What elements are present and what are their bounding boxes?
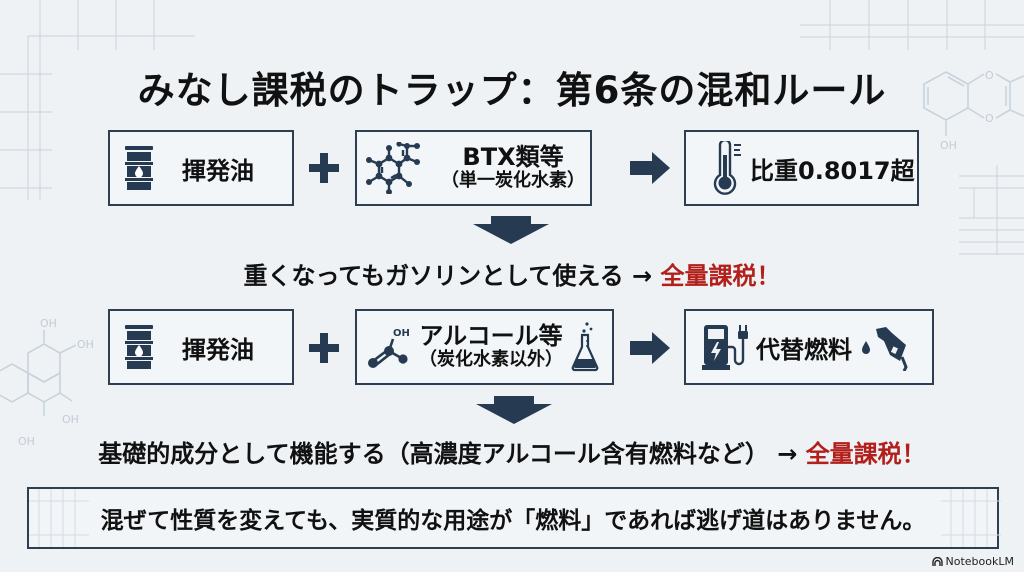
oil-barrel-icon <box>124 325 154 369</box>
molecule-icon <box>365 142 421 194</box>
thermometer-icon <box>712 141 742 195</box>
alcohol-label: アルコール等 <box>419 321 563 350</box>
btx-sublabel: （単一炭化水素） <box>441 170 585 192</box>
svg-text:OH: OH <box>77 338 94 351</box>
page-title: みなし課税のトラップ：第6条の混和ルール <box>137 69 887 112</box>
down-arrow-icon <box>473 216 549 244</box>
molecule-oh-label: OH <box>940 139 957 152</box>
row2-input-gasoline-box: 揮発油 <box>108 309 294 385</box>
oh-label: OH <box>393 328 410 339</box>
oil-barrel-icon <box>124 146 154 190</box>
flask-icon <box>571 321 599 373</box>
down-arrow-icon <box>476 396 552 424</box>
hydroxyl-molecule-icon: OH <box>365 323 413 371</box>
svg-text:OH: OH <box>40 317 57 330</box>
conclusion-2-highlight: 全量課税！ <box>805 440 926 468</box>
fuel-nozzle-icon <box>860 323 912 371</box>
gasoline-label: 揮発油 <box>182 156 254 185</box>
plus-icon <box>309 153 339 183</box>
conclusion-2-text: 基礎的成分として機能する（高濃度アルコール含有燃料など） → <box>98 440 798 468</box>
notebooklm-logo-icon <box>931 557 943 566</box>
conclusion-1-text: 重くなってもガソリンとして使える → <box>243 262 653 290</box>
ev-charger-icon <box>702 323 748 371</box>
row2-input-alcohol-box: OH アルコール等 （炭化水素以外） <box>355 309 614 385</box>
summary-box: 混ぜて性質を変えても、実質的な用途が「燃料」であれば逃げ道はありません。 <box>27 487 1001 549</box>
conclusion-2: 基礎的成分として機能する（高濃度アルコール含有燃料など） → 全量課税！ <box>0 434 1024 469</box>
summary-box-grid-decoration <box>29 489 1001 547</box>
gasoline-label: 揮発油 <box>182 335 254 364</box>
conclusion-1-highlight: 全量課税！ <box>660 262 781 290</box>
alt-fuel-label: 代替燃料 <box>756 335 852 364</box>
right-arrow-icon <box>630 152 670 184</box>
svg-text:OH: OH <box>62 413 79 426</box>
row1-result-density-box: 比重0.8017超 <box>684 130 919 206</box>
branding-label: NotebookLM <box>945 555 1014 568</box>
branding: NotebookLM <box>931 555 1014 568</box>
right-arrow-icon <box>630 332 670 364</box>
summary-text: 混ぜて性質を変えても、実質的な用途が「燃料」であれば逃げ道はありません。 <box>100 508 926 534</box>
conclusion-1: 重くなってもガソリンとして使える → 全量課税！ <box>0 256 1024 291</box>
row2-result-alt-fuel-box: 代替燃料 <box>684 309 934 385</box>
alcohol-sublabel: （炭化水素以外） <box>419 349 563 371</box>
btx-label: BTX類等 <box>462 142 564 171</box>
density-label: 比重0.8017超 <box>750 156 915 185</box>
row1-input-btx-box: BTX類等 （単一炭化水素） <box>355 130 592 206</box>
row1-input-gasoline-box: 揮発油 <box>108 130 294 206</box>
plus-icon <box>309 333 339 363</box>
